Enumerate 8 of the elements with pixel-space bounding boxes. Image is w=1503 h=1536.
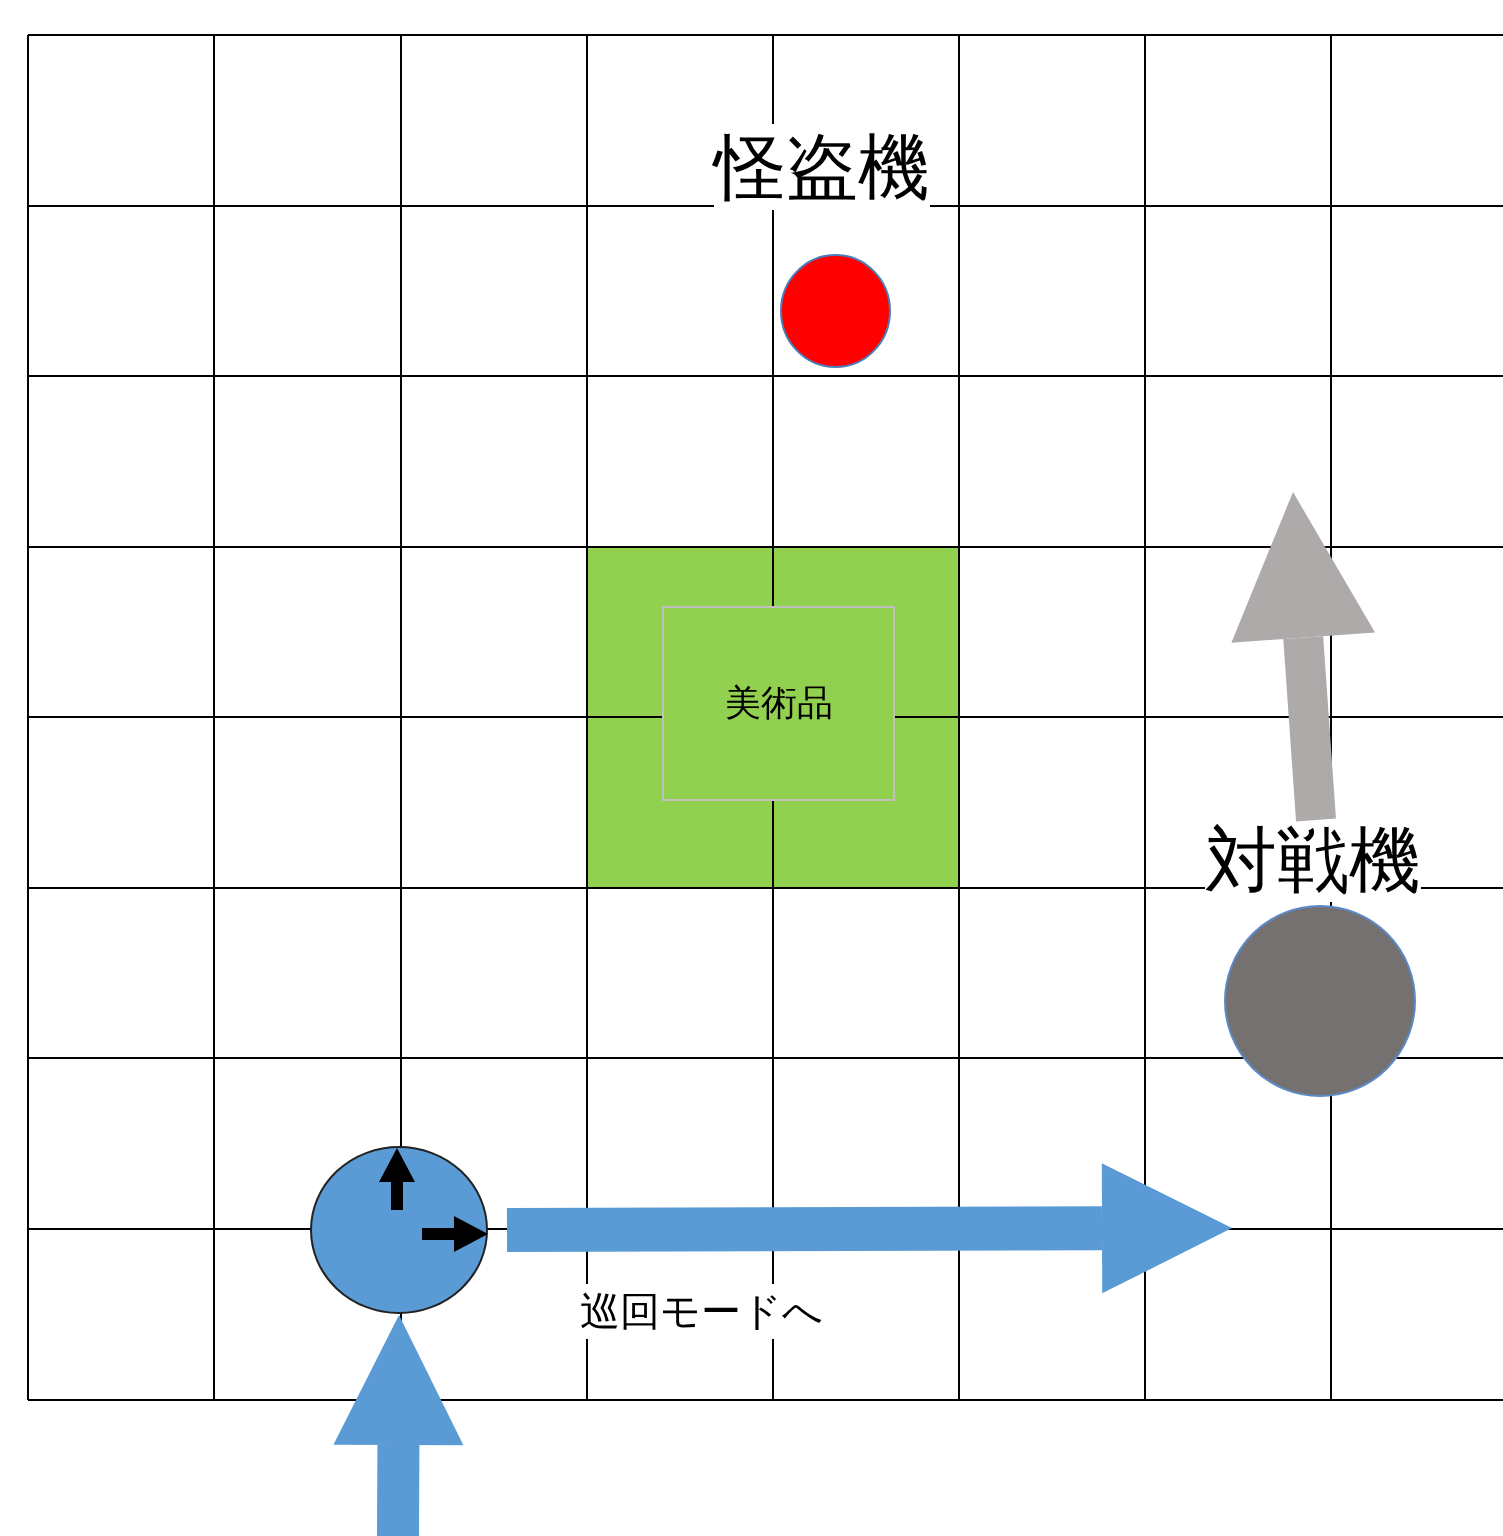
- node-label: 対戦機: [1204, 818, 1421, 902]
- arrow: [333, 1315, 464, 1536]
- edge-label: 巡回モードへ: [578, 1284, 825, 1339]
- arrow: [506, 1163, 1232, 1294]
- node-label: 怪盗機: [714, 124, 930, 210]
- highlighted-area: [587, 547, 959, 888]
- label-box: 美術品: [662, 606, 895, 801]
- arrow: [1231, 492, 1376, 822]
